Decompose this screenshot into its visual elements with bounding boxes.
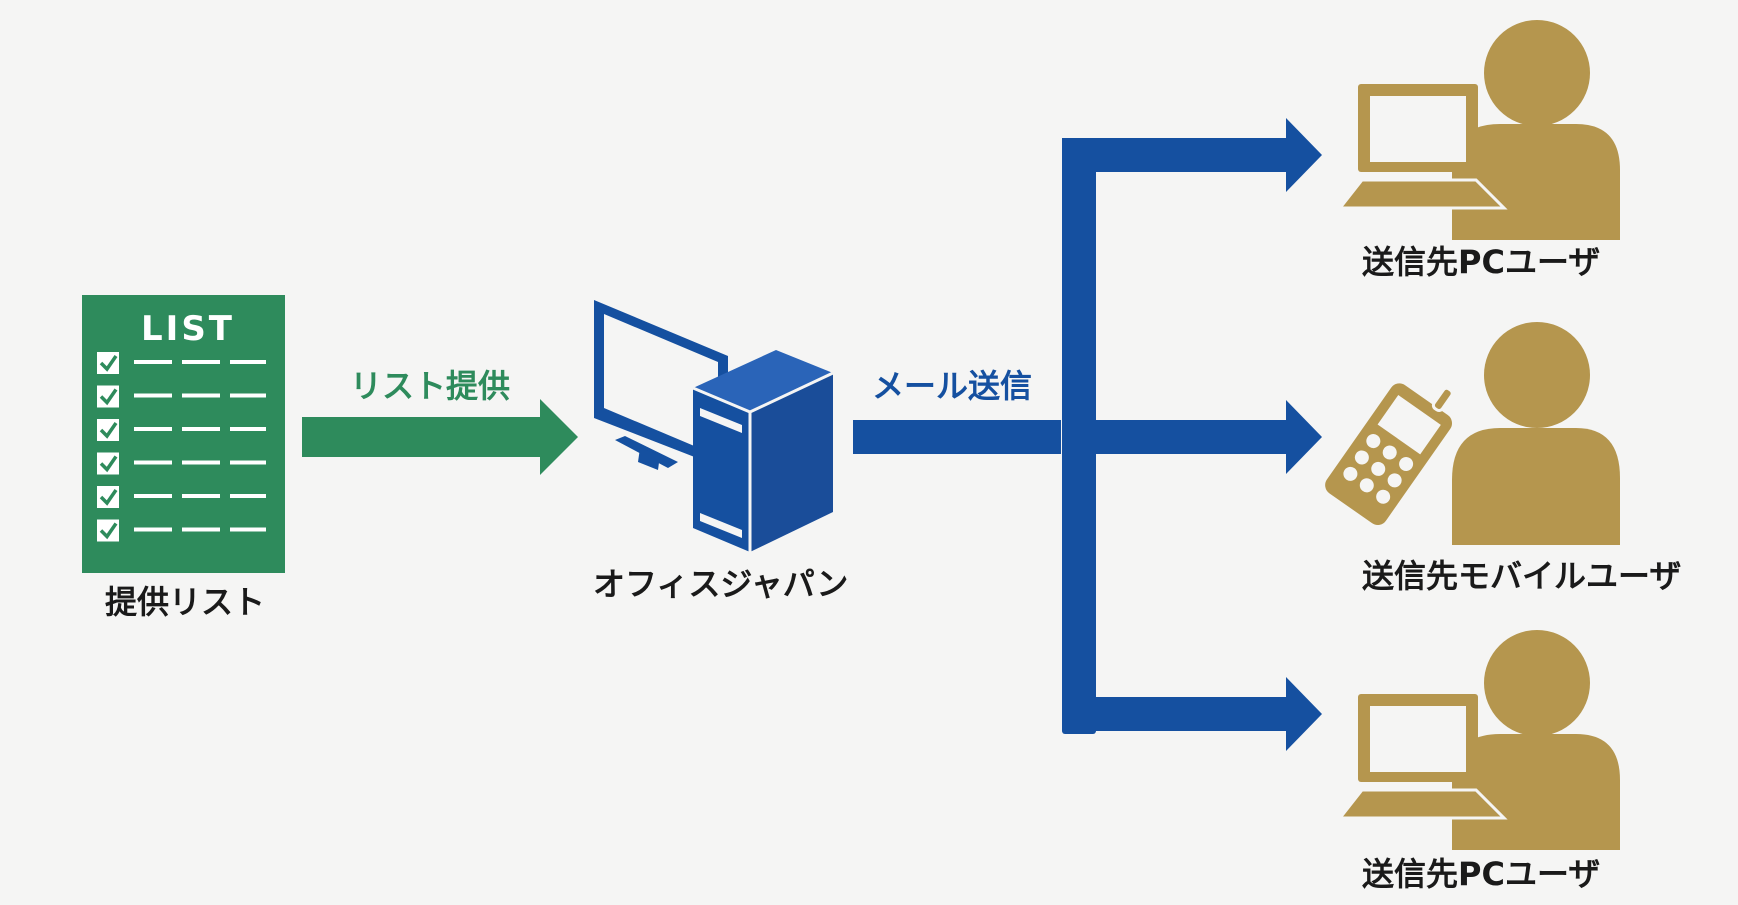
list-line: [182, 494, 220, 498]
keypad-key: [1366, 434, 1381, 449]
list-line: [182, 527, 220, 532]
mail-send-label: メール送信: [872, 367, 1033, 405]
list-provide-label: リスト提供: [350, 367, 511, 405]
keypad-key: [1359, 478, 1374, 493]
list-heading: LIST: [141, 309, 235, 349]
checklist-row: [97, 519, 266, 542]
checklist-row: [97, 486, 266, 508]
mobile-user-icon: [1321, 322, 1620, 545]
mail-send-main-arrow-shaft: [853, 420, 1061, 454]
list-line: [182, 360, 220, 364]
checkbox-icon: [97, 519, 119, 542]
branch-arrow-middle-head: [1286, 400, 1322, 474]
list-rows: [97, 352, 266, 542]
laptop-user-icon: [1336, 630, 1620, 850]
list-line: [182, 393, 220, 398]
checkbox-icon: [97, 419, 119, 441]
branch-arrow-middle: [1062, 420, 1288, 454]
list-line: [134, 494, 172, 498]
list-line: [134, 527, 172, 532]
recipient-caption-3: 送信先PCユーザ: [1362, 855, 1601, 893]
list-line: [230, 360, 266, 364]
check-mark-icon: [99, 522, 118, 540]
checkbox-icon: [97, 486, 119, 508]
list-line: [230, 527, 266, 532]
list-line: [230, 494, 266, 498]
checklist-row: [97, 452, 266, 475]
check-mark-icon: [99, 455, 118, 473]
list-caption: 提供リスト: [105, 583, 266, 621]
list-line: [230, 460, 266, 465]
check-mark-icon: [99, 388, 118, 406]
checklist-document-icon: LIST: [82, 295, 285, 573]
branch-arrow-top-head: [1286, 118, 1322, 192]
server-caption: オフィスジャパン: [593, 565, 849, 603]
keypad-key: [1371, 461, 1386, 476]
checkbox-icon: [97, 385, 119, 408]
laptop-user-icon: [1336, 20, 1620, 240]
keypad-key: [1399, 457, 1414, 472]
check-mark-icon: [99, 355, 118, 372]
checkbox-icon: [97, 352, 119, 374]
recipient-caption-1: 送信先PCユーザ: [1362, 243, 1601, 281]
keypad-key: [1354, 450, 1369, 465]
list-line: [182, 427, 220, 431]
list-line: [134, 393, 172, 398]
list-line: [134, 460, 172, 465]
keypad: [1343, 434, 1414, 504]
keypad-key: [1387, 473, 1402, 488]
list-line: [230, 427, 266, 431]
list-provide-arrow: [302, 399, 578, 475]
recipient-caption-2: 送信先モバイルユーザ: [1362, 557, 1682, 595]
list-line: [134, 427, 172, 431]
checklist-row: [97, 385, 266, 408]
check-mark-icon: [99, 489, 118, 506]
check-mark-icon: [99, 422, 118, 439]
keypad-key: [1382, 445, 1397, 460]
checkbox-icon: [97, 452, 119, 475]
checklist-row: [97, 352, 266, 374]
keypad-key: [1376, 489, 1391, 504]
branch-arrow-bottom: [1062, 697, 1288, 731]
branch-arrow-top: [1062, 138, 1288, 172]
keypad-key: [1343, 466, 1358, 481]
mail-send-arrows: [853, 118, 1322, 751]
list-line: [230, 393, 266, 398]
branch-arrow-bottom-head: [1286, 677, 1322, 751]
list-line: [182, 460, 220, 465]
checklist-row: [97, 419, 266, 441]
desktop-computer-icon: [594, 300, 834, 552]
list-line: [134, 360, 172, 364]
